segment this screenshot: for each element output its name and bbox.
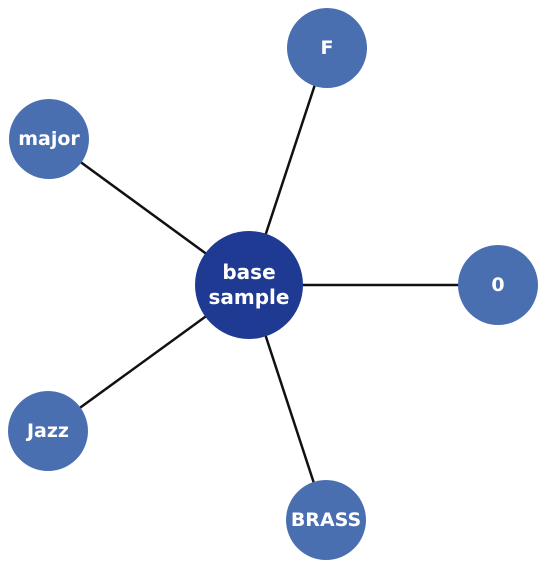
node-major-circle: [9, 99, 89, 179]
node-0-circle: [458, 245, 538, 325]
node-jazz-label: Jazz: [25, 420, 69, 442]
node-0: 0: [458, 245, 538, 325]
node-jazz-circle: [8, 391, 88, 471]
node-brass: BRASS: [286, 480, 366, 560]
node-f-circle: [287, 8, 367, 88]
node-jazz: Jazz: [8, 391, 88, 471]
node-brass-circle: [286, 480, 366, 560]
center-node-circle: [195, 231, 303, 339]
node-f-label: F: [321, 37, 334, 59]
node-brass-label: BRASS: [291, 509, 361, 531]
center-node-label-line2: sample: [209, 285, 290, 309]
center-node-label-line1: base: [222, 260, 275, 284]
center-node: base sample: [195, 231, 303, 339]
node-major-label: major: [18, 128, 80, 150]
node-0-label: 0: [491, 274, 504, 296]
node-major: major: [9, 99, 89, 179]
node-f: F: [287, 8, 367, 88]
